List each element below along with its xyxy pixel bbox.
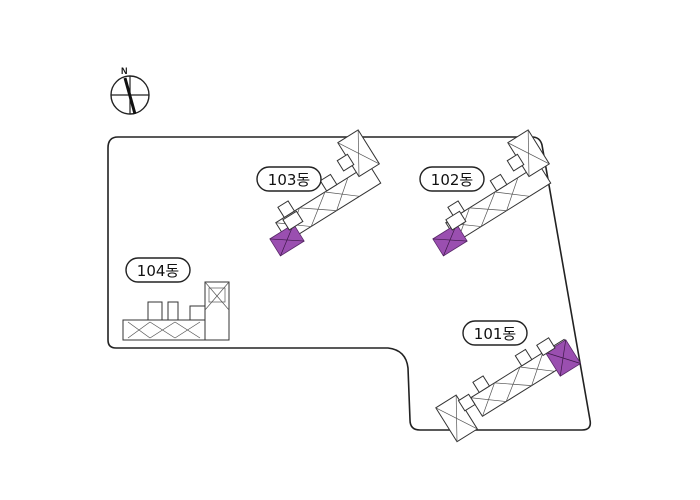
building-101[interactable]: 101동 xyxy=(435,320,582,443)
building-104[interactable]: 104동 xyxy=(122,257,230,341)
label-102: 102동 xyxy=(419,166,485,192)
compass-icon: N xyxy=(110,66,150,115)
label-103: 103동 xyxy=(256,166,322,192)
building-102[interactable]: 102동 xyxy=(419,129,558,257)
label-103-text: 103동 xyxy=(268,171,311,189)
unit-highlight-102 xyxy=(432,223,468,257)
label-102-text: 102동 xyxy=(431,171,474,189)
label-104-text: 104동 xyxy=(137,262,180,280)
building-103[interactable]: 103동 xyxy=(256,129,388,257)
label-101: 101동 xyxy=(462,320,528,346)
unit-highlight-103 xyxy=(269,223,305,257)
compass-north-label: N xyxy=(121,66,128,76)
label-104: 104동 xyxy=(125,257,191,283)
label-101-text: 101동 xyxy=(474,325,517,343)
